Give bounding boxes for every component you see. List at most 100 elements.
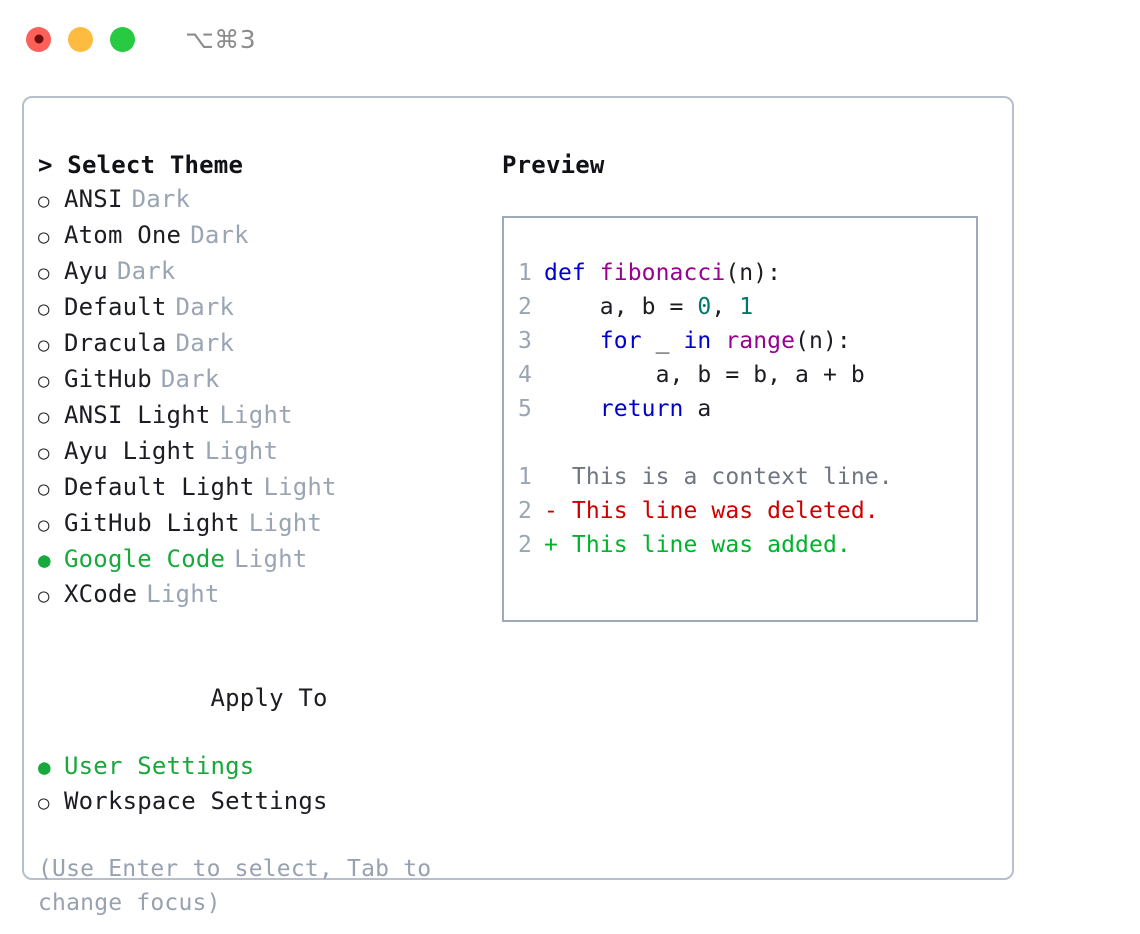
theme-option-label: Atom One xyxy=(64,221,182,249)
theme-option-tag: Dark xyxy=(131,185,191,213)
code-token-pl: (n): xyxy=(725,260,782,286)
theme-option-ansi-light[interactable]: ○ ANSI Light Light xyxy=(38,398,498,434)
code-token-pl: , xyxy=(711,294,740,320)
radio-unselected-icon: ○ xyxy=(38,262,50,284)
apply-option-label: Workspace Settings xyxy=(64,787,328,815)
traffic-light-group xyxy=(26,26,135,52)
code-token-pl: a, b = b, a + b xyxy=(544,362,865,388)
theme-option-google-code[interactable]: ● Google Code Light xyxy=(38,542,498,577)
code-token-num: 0 xyxy=(697,294,712,320)
diff-line-content: + This line was added. xyxy=(544,532,851,558)
apply-to-label: Apply To xyxy=(210,684,328,712)
theme-option-label: Ayu Light xyxy=(64,437,196,465)
theme-option-ansi[interactable]: ○ ANSI Dark xyxy=(38,182,498,218)
code-line: 5 return a xyxy=(504,392,976,426)
column-spacer xyxy=(38,613,498,647)
radio-unselected-icon: ○ xyxy=(38,585,50,607)
radio-unselected-icon: ○ xyxy=(38,792,50,814)
diff-line-content: - This line was deleted. xyxy=(544,498,879,524)
code-gap xyxy=(504,426,976,460)
theme-option-label: Google Code xyxy=(64,545,226,573)
apply-to-heading: Apply To xyxy=(38,647,498,749)
radio-unselected-icon: ○ xyxy=(38,370,50,392)
code-line: 2 a, b = 0, 1 xyxy=(504,290,976,324)
code-token-pl xyxy=(544,396,600,422)
code-line-number: 4 xyxy=(518,362,532,388)
theme-option-github[interactable]: ○ GitHub Dark xyxy=(38,362,498,398)
theme-option-tag: Dark xyxy=(175,293,235,321)
code-line-content: def fibonacci(n): xyxy=(544,256,781,290)
theme-option-tag: Light xyxy=(219,401,293,429)
code-token-pl: _ xyxy=(641,328,684,354)
code-line-content: a, b = 0, 1 xyxy=(544,290,753,324)
radio-selected-icon: ● xyxy=(38,548,51,572)
theme-option-tag: Light xyxy=(234,545,308,573)
theme-option-tag: Light xyxy=(263,473,337,501)
theme-option-label: ANSI Light xyxy=(64,401,211,429)
theme-option-tag: Light xyxy=(204,437,279,465)
theme-option-label: Ayu xyxy=(64,257,108,285)
theme-option-tag: Dark xyxy=(175,329,235,357)
keyboard-hint: (Use Enter to select, Tab to change focu… xyxy=(38,856,432,916)
diff-sample: 1 This is a context line.2- This line wa… xyxy=(504,460,976,562)
code-line-number: 1 xyxy=(518,260,532,286)
theme-option-ayu-light[interactable]: ○ Ayu Light Light xyxy=(38,434,498,470)
theme-option-label: Default Light xyxy=(64,473,255,501)
theme-option-tag: Light xyxy=(248,509,323,537)
radio-unselected-icon: ○ xyxy=(38,514,50,536)
code-token-kw: for xyxy=(599,328,642,354)
theme-option-label: ANSI xyxy=(64,185,123,213)
theme-option-github-light[interactable]: ○ GitHub Light Light xyxy=(38,506,498,542)
apply-to-list[interactable]: ● User Settings ○ Workspace Settings xyxy=(38,749,498,820)
code-line: 4 a, b = b, a + b xyxy=(504,358,976,392)
radio-unselected-icon: ○ xyxy=(38,442,50,464)
theme-option-label: GitHub xyxy=(64,365,152,393)
code-line-number: 3 xyxy=(518,328,532,354)
theme-option-label: GitHub Light xyxy=(64,509,240,537)
apply-option-user-settings[interactable]: ● User Settings xyxy=(38,749,498,784)
close-button[interactable] xyxy=(26,26,51,52)
theme-option-atom-one[interactable]: ○ Atom One Dark xyxy=(38,218,498,254)
theme-option-label: Default xyxy=(64,293,167,321)
code-token-kw: def xyxy=(544,260,600,286)
code-token-pl xyxy=(711,328,725,354)
code-line-content: a, b = b, a + b xyxy=(544,358,865,392)
code-line-number: 5 xyxy=(518,396,532,422)
diff-line-add: 2 + This line was added. xyxy=(504,528,976,562)
code-token-num: 1 xyxy=(739,294,754,320)
code-token-pl: a, b = xyxy=(544,294,698,320)
code-line-number: 2 xyxy=(518,294,532,320)
radio-unselected-icon: ○ xyxy=(38,226,50,248)
code-token-fn: range xyxy=(725,328,796,354)
window-title: ⌥⌘3 xyxy=(185,24,257,54)
diff-line-del: 2- This line was deleted. xyxy=(504,494,976,528)
code-token-pl: a xyxy=(683,396,712,422)
theme-option-default-light[interactable]: ○ Default Light Light xyxy=(38,470,498,506)
theme-option-tag: Dark xyxy=(160,365,220,393)
radio-unselected-icon: ○ xyxy=(38,190,50,212)
diff-line-content: This is a context line. xyxy=(544,464,893,490)
code-token-kw: in xyxy=(683,328,712,354)
minimize-button[interactable] xyxy=(68,26,93,52)
theme-option-tag: Light xyxy=(146,580,220,608)
theme-option-tag: Dark xyxy=(190,221,249,249)
apply-option-label: User Settings xyxy=(64,752,255,780)
diff-line-number: 1 xyxy=(518,464,532,490)
code-token-kw: return xyxy=(599,396,684,422)
radio-selected-icon: ● xyxy=(38,755,51,779)
code-token-pl: (n): xyxy=(795,328,851,354)
apply-option-workspace-settings[interactable]: ○ Workspace Settings xyxy=(38,784,498,820)
radio-unselected-icon: ○ xyxy=(38,406,50,428)
radio-unselected-icon: ○ xyxy=(38,478,50,500)
code-line-content: for _ in range(n): xyxy=(544,324,851,358)
maximize-button[interactable] xyxy=(110,26,135,52)
diff-line-number: 2 xyxy=(518,532,532,558)
